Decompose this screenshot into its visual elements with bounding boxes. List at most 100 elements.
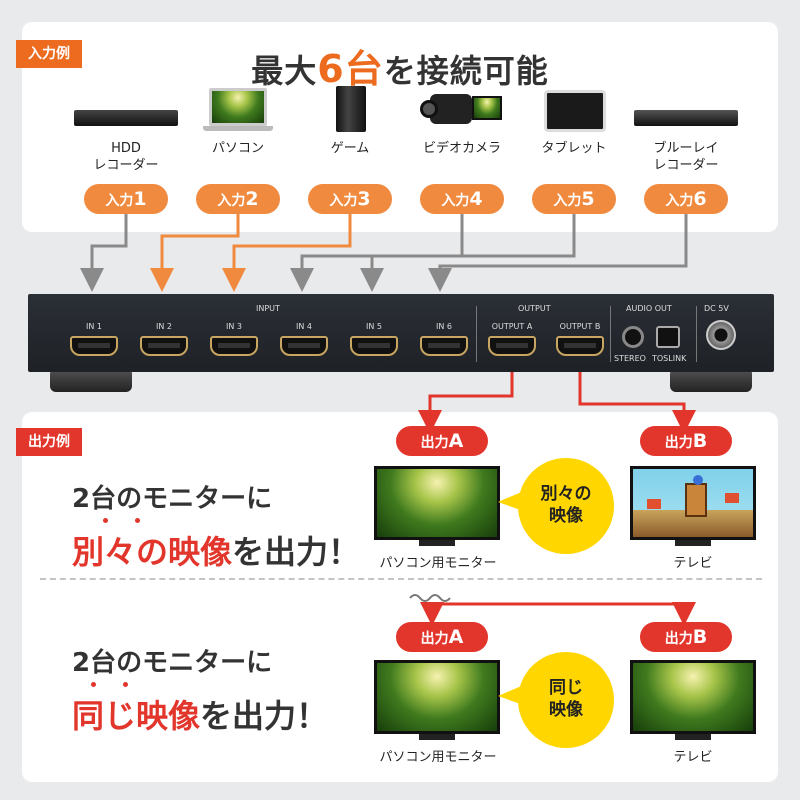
- forest-image: [377, 469, 497, 537]
- title-highlight: 6台: [317, 47, 384, 91]
- dc-jack-icon: [706, 320, 736, 350]
- port-label-out-a: OUTPUT A: [491, 322, 533, 331]
- badge-num: 5: [581, 188, 595, 210]
- badge-letter: A: [448, 430, 464, 452]
- power-label: DC 5V: [704, 304, 729, 313]
- tablet-icon: [514, 82, 634, 138]
- badge-label: 入力: [553, 193, 582, 209]
- input-badge-4: 入力4: [420, 184, 504, 214]
- output-a-badge: 出力A: [396, 622, 488, 652]
- badge-label: 出力: [664, 435, 693, 451]
- pc-monitor: [374, 660, 500, 734]
- pc-monitor-caption: パソコン用モニター: [379, 750, 497, 765]
- device-name-line2: レコーダー: [653, 158, 719, 173]
- bubble-line1: 同じ: [549, 678, 583, 698]
- badge-label: 入力: [217, 193, 246, 209]
- game-image: [633, 469, 753, 537]
- hdmi-switcher: [28, 294, 774, 372]
- message-line2: 同じ映像を出力！: [72, 691, 328, 737]
- port-label-in2: IN 2: [156, 322, 172, 331]
- audio-section-label: AUDIO OUT: [626, 304, 672, 313]
- title-pre: 最大: [251, 52, 318, 90]
- device-name-line1: ビデオカメラ: [422, 141, 501, 156]
- device-name-line1: ブルーレイ: [653, 141, 719, 156]
- game-console-icon: [290, 82, 410, 138]
- badge-label: 出力: [420, 631, 449, 647]
- badge-label: 出力: [664, 631, 693, 647]
- hdmi-port-in6: [420, 336, 468, 356]
- input-section-label: INPUT: [256, 304, 280, 313]
- message-tail: を出力！: [200, 697, 329, 735]
- port-label-in6: IN 6: [436, 322, 452, 331]
- tv: [630, 466, 756, 540]
- badge-letter: A: [448, 626, 464, 648]
- bluray-recorder-icon: [626, 82, 746, 138]
- badge-num: 1: [133, 188, 147, 210]
- wire-in-1: [80, 214, 128, 292]
- input-badge-5: 入力5: [532, 184, 616, 214]
- input-badge-1: 入力1: [84, 184, 168, 214]
- device-video-camera: ビデオカメラ: [402, 82, 522, 157]
- badge-letter: B: [692, 626, 708, 648]
- bubble-line1: 別々の: [540, 484, 592, 504]
- badge-letter: B: [692, 430, 708, 452]
- message-tail: を出力！: [232, 533, 361, 571]
- hdd-recorder-icon: [66, 82, 186, 138]
- same-message: 2台のモニターに 同じ映像を出力！: [72, 642, 328, 737]
- device-hdd-recorder: HDD レコーダー: [66, 82, 186, 174]
- separate-message: 2台のモニターに 別々の映像を出力！: [72, 478, 360, 573]
- device-tablet: タブレット: [514, 82, 634, 157]
- title-post: を接続可能: [383, 52, 549, 90]
- hdmi-port-in4: [280, 336, 328, 356]
- bubble-line2: 映像: [549, 700, 583, 720]
- output-a-badge: 出力A: [396, 426, 488, 456]
- emphasis-dot: [135, 518, 140, 523]
- device-name-line1: パソコン: [211, 141, 264, 156]
- wire-in-5: [360, 214, 576, 292]
- toslink-port-icon: [656, 326, 680, 348]
- device-bluray-recorder: ブルーレイ レコーダー: [626, 82, 746, 174]
- tv-stand: [675, 540, 711, 546]
- badge-label: 入力: [329, 193, 358, 209]
- scenario-divider: [40, 578, 762, 580]
- device-laptop: パソコン: [178, 82, 298, 157]
- bubble-line2: 映像: [549, 506, 583, 526]
- wire-in-3: [222, 214, 352, 292]
- same-video-bubble: 同じ 映像: [518, 652, 614, 748]
- badge-num: 6: [693, 188, 707, 210]
- stereo-jack-icon: [622, 326, 644, 348]
- toslink-label: TOSLINK: [652, 354, 687, 363]
- tv: [630, 660, 756, 734]
- switcher-foot-right: [670, 368, 752, 392]
- stereo-label: STEREO: [614, 354, 646, 363]
- video-camera-icon: [402, 82, 522, 138]
- port-label-in1: IN 1: [86, 322, 102, 331]
- message-line1: 2台のモニターに: [72, 484, 273, 514]
- badge-label: 入力: [105, 193, 134, 209]
- device-name-line1: ゲーム: [330, 141, 370, 156]
- message-highlight: 同じ映像: [72, 697, 201, 735]
- port-label-out-b: OUTPUT B: [559, 322, 601, 331]
- wire-in-2: [150, 214, 240, 292]
- hdmi-port-in1: [70, 336, 118, 356]
- forest-image: [377, 663, 497, 731]
- tv-caption: テレビ: [673, 750, 713, 765]
- message-line2: 別々の映像を出力！: [72, 527, 360, 573]
- wire-split-wave: [409, 594, 451, 602]
- message-line1: 2台のモニターに: [72, 648, 273, 678]
- message-highlight: 別々の映像: [72, 533, 233, 571]
- badge-label: 入力: [665, 193, 694, 209]
- hdmi-port-out-a: [488, 336, 536, 356]
- wire-in-6: [428, 214, 688, 292]
- badge-num: 4: [469, 188, 483, 210]
- output-b-badge: 出力B: [640, 622, 732, 652]
- hdmi-port-in5: [350, 336, 398, 356]
- forest-image: [633, 663, 753, 731]
- port-label-in3: IN 3: [226, 322, 242, 331]
- wire-out-b: [578, 372, 696, 434]
- emphasis-dot: [123, 682, 128, 687]
- device-name-line1: HDD: [111, 141, 141, 156]
- pc-monitor-caption: パソコン用モニター: [379, 556, 497, 571]
- wire-same-b: [432, 602, 696, 626]
